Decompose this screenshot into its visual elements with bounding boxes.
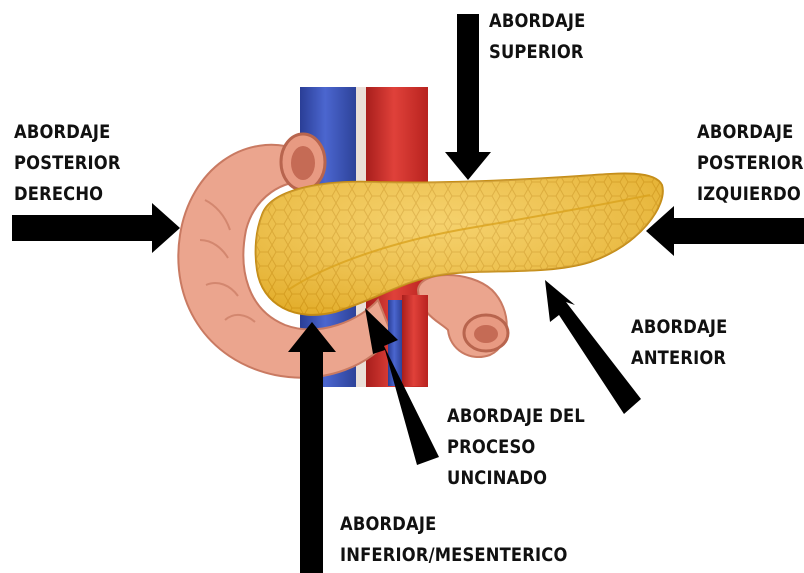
label-line: ABORDAJE <box>489 6 585 37</box>
label-line: PROCESO <box>447 432 585 463</box>
arrow-posterior-izquierdo <box>646 206 804 256</box>
artery-lower <box>402 295 428 386</box>
label-abordaje-superior: ABORDAJE SUPERIOR <box>489 6 585 68</box>
label-abordaje-inferior-mesenterico: ABORDAJE INFERIOR/MESENTERICO <box>340 509 568 571</box>
label-abordaje-posterior-izquierdo: ABORDAJE POSTERIOR IZQUIERDO <box>697 117 804 210</box>
label-abordaje-anterior: ABORDAJE ANTERIOR <box>631 312 727 374</box>
arrow-superior <box>445 14 491 180</box>
label-line: POSTERIOR <box>14 148 121 179</box>
jejunum-lumen <box>474 325 498 343</box>
label-line: SUPERIOR <box>489 37 585 68</box>
duodenum-lumen <box>291 146 315 180</box>
label-line: ABORDAJE <box>340 509 568 540</box>
arrow-anterior <box>545 280 641 414</box>
label-line: DERECHO <box>14 179 121 210</box>
jejunum <box>418 275 508 357</box>
label-abordaje-proceso-uncinado: ABORDAJE DEL PROCESO UNCINADO <box>447 401 585 494</box>
label-line: UNCINADO <box>447 463 585 494</box>
label-line: ABORDAJE DEL <box>447 401 585 432</box>
arrow-posterior-derecho <box>12 203 180 253</box>
label-line: ANTERIOR <box>631 343 727 374</box>
label-abordaje-posterior-derecho: ABORDAJE POSTERIOR DERECHO <box>14 117 121 210</box>
label-line: IZQUIERDO <box>697 179 804 210</box>
label-line: ABORDAJE <box>697 117 804 148</box>
label-line: POSTERIOR <box>697 148 804 179</box>
label-line: ABORDAJE <box>14 117 121 148</box>
label-line: INFERIOR/MESENTERICO <box>340 540 568 571</box>
label-line: ABORDAJE <box>631 312 727 343</box>
